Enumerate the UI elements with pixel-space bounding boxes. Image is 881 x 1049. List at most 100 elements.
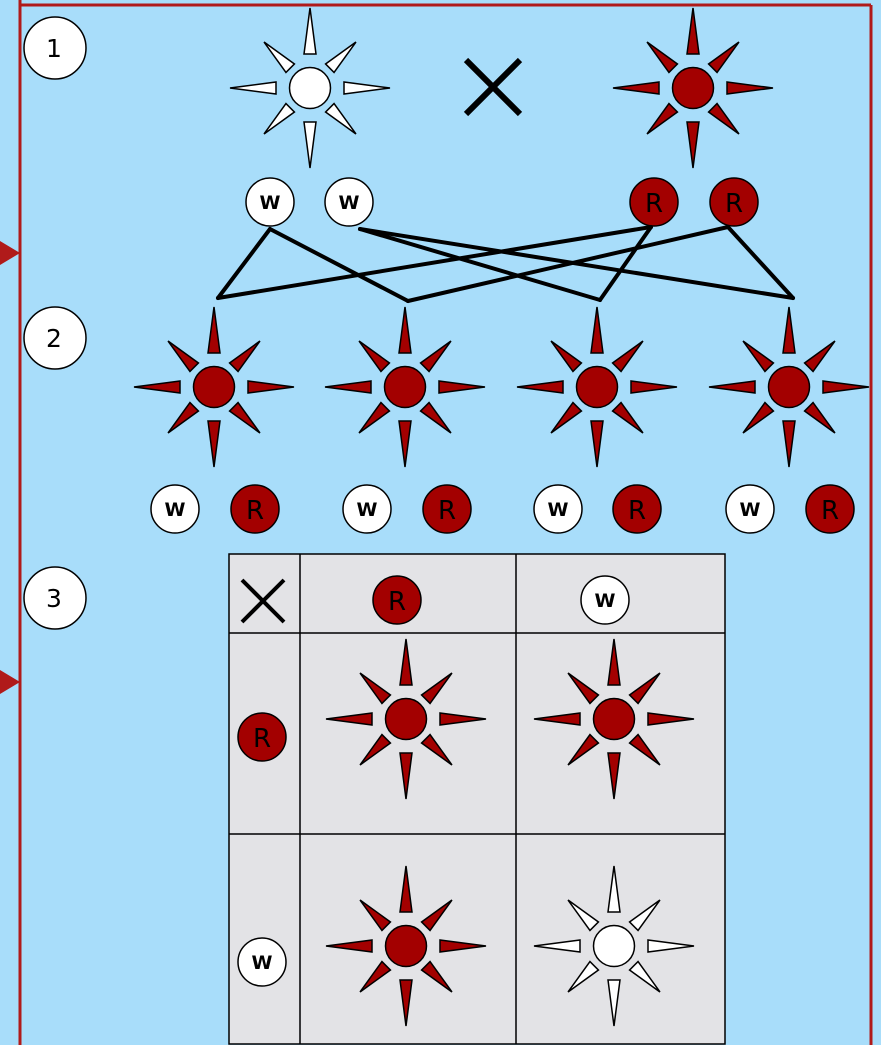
flower-petal xyxy=(359,899,392,932)
flower-center xyxy=(288,66,332,110)
allele-w: W xyxy=(324,177,374,227)
step-badge: 1 xyxy=(23,16,87,80)
allele-circle xyxy=(150,484,200,534)
flower-center xyxy=(384,924,428,968)
flower-center xyxy=(767,365,811,409)
allele-label: R xyxy=(388,587,406,617)
inheritance-line xyxy=(216,227,272,300)
flower-petal xyxy=(358,340,391,373)
flower-petal xyxy=(611,401,644,434)
flower-petal xyxy=(324,41,357,74)
allele-label: W xyxy=(339,192,360,214)
flower-petal xyxy=(822,380,870,394)
inheritance-line xyxy=(268,227,410,303)
step-badge: 2 xyxy=(23,306,87,370)
inheritance-line xyxy=(598,225,653,302)
flower-petal xyxy=(359,960,392,993)
flower-petal xyxy=(399,979,413,1027)
allele-circle xyxy=(533,484,583,534)
flower-petal xyxy=(550,401,583,434)
flower-petal xyxy=(207,306,221,354)
flower-petal xyxy=(263,102,296,135)
flower-center xyxy=(592,697,636,741)
flower-petal xyxy=(325,712,373,726)
flower-petal xyxy=(607,752,621,800)
allele-r: R xyxy=(230,484,280,534)
step-number: 3 xyxy=(46,584,62,613)
flower-petal xyxy=(607,638,621,686)
flower-petal xyxy=(686,7,700,55)
allele-circle xyxy=(230,484,280,534)
punnett-table xyxy=(228,553,726,1045)
flower-petal xyxy=(567,672,600,705)
allele-circle xyxy=(629,177,679,227)
allele-w: W xyxy=(150,484,200,534)
flower-petal xyxy=(742,401,775,434)
inheritance-line xyxy=(358,227,795,300)
header-allele-w: W xyxy=(580,575,630,625)
flower-petal xyxy=(533,712,581,726)
row-allele-r: R xyxy=(237,712,287,762)
allele-circle xyxy=(580,575,630,625)
red-flower-icon xyxy=(708,306,870,468)
red-flower-icon xyxy=(533,638,695,800)
flower-petal xyxy=(628,899,661,932)
flower-center xyxy=(592,924,636,968)
flower-petal xyxy=(707,102,740,135)
step-badge-circle xyxy=(23,306,87,370)
flower-petal xyxy=(399,865,413,913)
allele-circle xyxy=(324,177,374,227)
allele-label: R xyxy=(645,189,663,219)
red-flower-icon xyxy=(133,306,295,468)
flower-petal xyxy=(533,939,581,953)
flower-petal xyxy=(420,733,453,766)
cross-stroke xyxy=(463,57,523,117)
flower-petal xyxy=(303,121,317,169)
flower-petal xyxy=(607,979,621,1027)
flower-petal xyxy=(803,401,836,434)
allele-label: R xyxy=(628,496,646,526)
flower-petal xyxy=(607,865,621,913)
flower-petal xyxy=(420,899,453,932)
allele-r: R xyxy=(612,484,662,534)
flower-petal xyxy=(228,401,261,434)
allele-label: W xyxy=(165,499,186,521)
allele-label: W xyxy=(595,590,616,612)
white-flower-icon xyxy=(533,865,695,1027)
flower-petal xyxy=(420,672,453,705)
flower-petal xyxy=(567,899,600,932)
flower-petal xyxy=(782,306,796,354)
flower-petal xyxy=(399,752,413,800)
inheritance-line xyxy=(358,227,602,302)
flower-petal xyxy=(516,380,564,394)
flower-petal xyxy=(438,380,486,394)
allele-w: W xyxy=(725,484,775,534)
allele-circle xyxy=(805,484,855,534)
flower-petal xyxy=(628,960,661,993)
step-badge-circle xyxy=(23,16,87,80)
flower-petal xyxy=(398,306,412,354)
allele-r: R xyxy=(709,177,759,227)
allele-label: W xyxy=(548,499,569,521)
flower-petal xyxy=(611,340,644,373)
flower-petal xyxy=(628,733,661,766)
allele-label: R xyxy=(438,496,456,526)
allele-r: R xyxy=(629,177,679,227)
flower-petal xyxy=(628,672,661,705)
flower-petal xyxy=(303,7,317,55)
flower-petal xyxy=(207,420,221,468)
header-allele-r: R xyxy=(372,575,422,625)
allele-circle xyxy=(372,575,422,625)
flower-petal xyxy=(359,672,392,705)
flower-petal xyxy=(708,380,756,394)
allele-w: W xyxy=(342,484,392,534)
flower-petal xyxy=(439,712,487,726)
red-flower-icon xyxy=(324,306,486,468)
step-number: 2 xyxy=(46,324,62,353)
allele-w: W xyxy=(533,484,583,534)
allele-label: R xyxy=(821,496,839,526)
step-badge-circle xyxy=(23,566,87,630)
white-flower-icon xyxy=(229,7,391,169)
flower-petal xyxy=(263,41,296,74)
